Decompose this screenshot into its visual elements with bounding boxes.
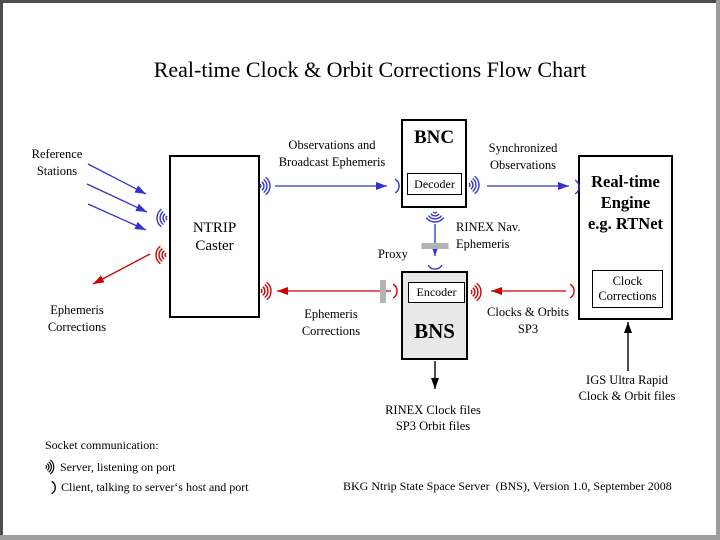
client-arc-icon-engine-left-red <box>569 283 575 299</box>
page-title: Real-time Clock & Orbit Corrections Flow… <box>153 57 587 82</box>
decoder-box: Decoder <box>407 173 462 195</box>
server-waves-icon-caster-left-red <box>155 245 167 265</box>
eph-corr-mid-line1: Ephemeris <box>304 307 358 321</box>
legend-server-label: Server, listening on port <box>60 460 176 474</box>
legend-server-waves-icon <box>45 459 55 475</box>
synchronized-line1: Synchronized <box>488 141 558 155</box>
encoder-box: Encoder <box>408 282 465 303</box>
clock-corrections-label-line1: Clock <box>612 273 643 288</box>
client-arc-icon-bnc-left <box>394 178 400 194</box>
eph-corr-mid-line2: Corrections <box>301 324 361 338</box>
synchronized-observations-label: Synchronized Observations <box>458 140 588 174</box>
legend-heading: Socket communication: <box>45 438 159 452</box>
synchronized-line2: Observations <box>490 158 556 172</box>
bnc-label: BNC <box>413 127 455 148</box>
legend-client-arc-icon <box>51 480 56 495</box>
server-waves-icon-bnc-bottom <box>425 211 445 223</box>
clock-corrections-box: Clock Corrections <box>592 270 663 308</box>
rinex-clock-line1: RINEX Clock files <box>385 403 481 417</box>
decoder-label: Decoder <box>414 176 455 191</box>
reference-stations-line2: Stations <box>36 164 78 178</box>
client-arc-icon-bns-top <box>427 264 443 270</box>
server-waves-icon-decoder-right <box>468 175 480 195</box>
server-waves-icon-caster-right-red <box>260 281 272 301</box>
client-arc-icon-bns-left <box>392 283 398 299</box>
ntrip-caster-label-line1: NTRIP <box>192 219 237 236</box>
frame-edge-bottom <box>0 535 720 540</box>
frame-edge-top <box>0 0 720 3</box>
realtime-engine-label-line3: e.g. RTNet <box>587 214 664 233</box>
igs-ultra-line1: IGS Ultra Rapid <box>586 373 668 387</box>
ntrip-caster-box: NTRIP Caster <box>169 155 260 318</box>
rinex-clock-files-label: RINEX Clock files SP3 Orbit files <box>358 402 508 434</box>
reference-stations-line1: Reference <box>31 147 83 161</box>
observations-broadcast-label: Observations and Broadcast Ephemeris <box>257 137 407 171</box>
realtime-engine-label: Real-time Engine e.g. RTNet <box>580 171 671 234</box>
ephemeris-corrections-mid-label: Ephemeris Corrections <box>271 306 391 340</box>
realtime-engine-label-line2: Engine <box>600 193 651 212</box>
eph-corr-left-line1: Ephemeris <box>50 303 104 317</box>
legend-client-label: Client, talking to server‘s host and por… <box>61 480 249 494</box>
ntrip-caster-label-line2: Caster <box>195 237 234 254</box>
rinex-nav-line2: Ephemeris <box>456 237 510 251</box>
clocks-orbits-line1: Clocks & Orbits <box>487 305 569 319</box>
frame-edge-right <box>716 0 720 540</box>
rinex-nav-line1: RINEX Nav. <box>456 220 521 234</box>
proxy-bar-vertical <box>380 280 386 303</box>
clocks-orbits-line2: SP3 <box>517 322 539 336</box>
reference-stations-label: Reference Stations <box>7 146 107 180</box>
rinex-clock-line2: SP3 Orbit files <box>395 419 471 433</box>
proxy-bar-horizontal <box>421 243 449 249</box>
server-waves-icon-caster-left-blue <box>156 208 168 228</box>
bns-label: BNS <box>414 319 455 343</box>
igs-ultra-rapid-label: IGS Ultra Rapid Clock & Orbit files <box>552 372 702 404</box>
observations-broadcast-line2: Broadcast Ephemeris <box>278 155 386 169</box>
clock-corrections-label-line2: Corrections <box>598 289 657 303</box>
server-waves-icon-encoder-right <box>470 282 482 302</box>
footer-credit: BKG Ntrip State Space Server (BNS), Vers… <box>343 479 672 493</box>
encoder-label: Encoder <box>416 285 457 299</box>
eph-corr-left-line2: Corrections <box>47 320 107 334</box>
realtime-engine-label-line1: Real-time <box>591 172 660 191</box>
rinex-nav-ephemeris-label: RINEX Nav. Ephemeris <box>456 219 551 253</box>
observations-broadcast-line1: Observations and <box>288 138 376 152</box>
ephemeris-corrections-left-label: Ephemeris Corrections <box>27 302 127 336</box>
arrow-caster-to-eph-corr <box>92 253 151 285</box>
proxy-label: Proxy <box>378 247 408 261</box>
frame-edge-left <box>0 0 3 540</box>
clocks-orbits-sp3-label: Clocks & Orbits SP3 <box>468 304 588 338</box>
igs-ultra-line2: Clock & Orbit files <box>578 389 676 403</box>
server-waves-icon-caster-right-blue <box>259 176 271 196</box>
